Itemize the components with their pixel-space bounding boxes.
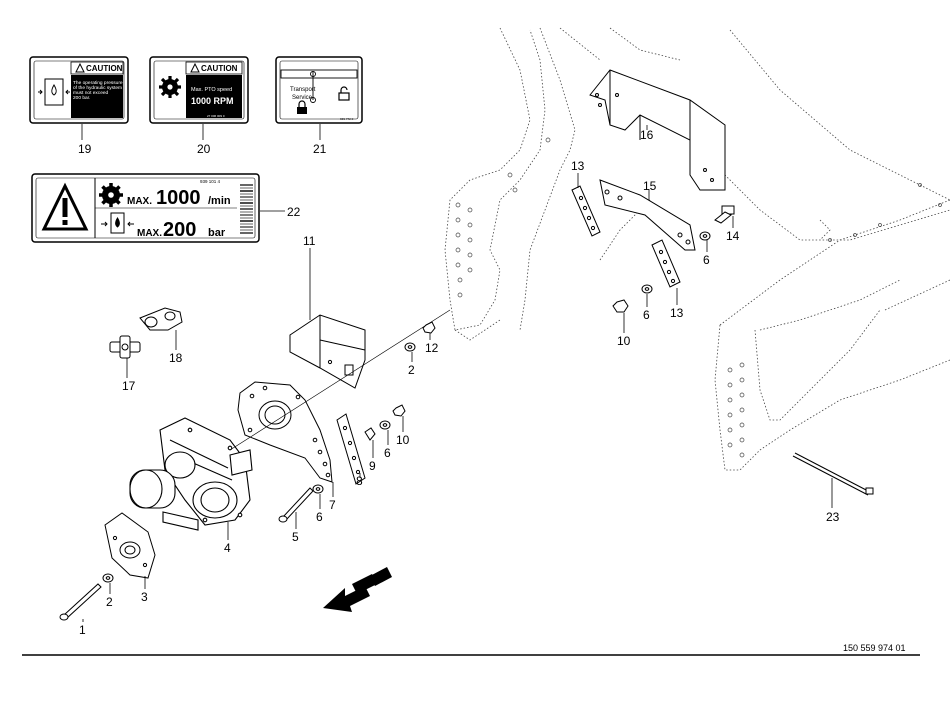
barcode: [240, 184, 253, 234]
callout-2: 2: [408, 363, 415, 377]
transport-text: Transport: [290, 87, 316, 93]
mounting-plate-7: [237, 381, 333, 483]
callout-20: 20: [197, 142, 211, 156]
valve-lever-icon: [280, 69, 358, 103]
bolt-1: [59, 583, 102, 621]
caution-line: 200 bar.: [73, 95, 90, 101]
u-joint-17: [109, 335, 141, 359]
callout-11: 11: [303, 234, 316, 248]
label-code: 27 006 009 0: [207, 114, 225, 118]
cable-tie-23: [792, 452, 874, 496]
callout-6: 6: [703, 253, 710, 267]
callout-13: 13: [571, 159, 585, 173]
washers-nuts-right: [612, 231, 711, 313]
small-fasteners-left: [102, 321, 436, 583]
caution-label-19: CAUTION The operating pressure of the hy…: [29, 56, 129, 124]
callout-4: 4: [224, 541, 231, 555]
caution-label-20: CAUTION Max. PTO speed 1000 RPM 27 006 0…: [149, 56, 249, 124]
plate-8: [336, 413, 366, 485]
caution-line: must not exceed: [73, 90, 109, 96]
yoke-18: [139, 307, 183, 331]
speed-unit: /min: [208, 195, 231, 207]
callout-5: 5: [292, 530, 299, 544]
caution-header-20: CAUTION: [201, 64, 238, 73]
lock-closed-icon: [297, 100, 307, 114]
lock-open-icon: [338, 86, 350, 101]
drawing-number: 150 559 974 01: [843, 643, 906, 653]
max-prefix: MAX.: [137, 228, 162, 239]
callout-15: 15: [643, 179, 657, 193]
gear-icon: [159, 76, 181, 98]
callout-21: 21: [313, 142, 327, 156]
callout-numbers: 19 20 21 22 1 2 3 4 5 6 7 8 9 6 10 2 12 …: [78, 128, 840, 637]
transport-service-label-21: Transport Service 939 772 0: [275, 56, 363, 124]
callout-19: 19: [78, 142, 92, 156]
callout-18: 18: [169, 351, 183, 365]
service-text: Service: [292, 95, 313, 101]
callout-6: 6: [316, 510, 323, 524]
pto-speed-text: Max. PTO speed: [191, 87, 232, 93]
direction-arrow-icon: [323, 567, 392, 612]
max-values-label-22: 939 101 4 MAX. 1000 /min MAX. 200 bar: [31, 173, 260, 243]
label-code: 939 101 4: [200, 179, 221, 184]
hydraulic-pressure-icon: [38, 78, 70, 106]
hydraulic-pressure-icon: [101, 212, 134, 234]
link-plate-15: [599, 179, 696, 251]
callout-6: 6: [643, 308, 650, 322]
gear-icon: [99, 183, 123, 207]
callout-10: 10: [396, 433, 410, 447]
callout-12: 12: [425, 341, 439, 355]
caution-header-19: CAUTION: [86, 64, 123, 73]
pressure-unit: bar: [208, 227, 226, 239]
callout-16: 16: [640, 128, 654, 142]
callout-23: 23: [826, 510, 840, 524]
caution-line: of the hydraulic system: [73, 85, 122, 91]
warning-triangle-icon: [41, 182, 89, 231]
gearbox-4: [129, 417, 253, 531]
callout-17: 17: [122, 379, 136, 393]
shield-bracket-3: [104, 512, 156, 579]
callout-13: 13: [670, 306, 684, 320]
pto-rpm-text: 1000 RPM: [191, 96, 234, 106]
plate-13-upper: [571, 185, 601, 237]
assembly-axis: [229, 309, 451, 451]
frame-holes: [455, 137, 942, 458]
bolt-5: [278, 487, 314, 523]
callout-22: 22: [287, 205, 301, 219]
callout-2: 2: [106, 595, 113, 609]
label-code: 27 006 008 0: [92, 115, 110, 119]
bolt-14: [714, 205, 735, 224]
callout-1: 1: [79, 623, 86, 637]
dotted-frame: [444, 27, 950, 471]
callout-9: 9: [369, 459, 376, 473]
callout-8: 8: [356, 474, 363, 488]
bracket-part-16: [589, 69, 726, 191]
label-code: 939 772 0: [340, 117, 354, 121]
pressure-value: 200: [163, 219, 196, 241]
callout-7: 7: [329, 498, 336, 512]
leader-lines: [81, 124, 833, 622]
speed-value: 1000: [156, 187, 201, 209]
callout-6: 6: [384, 446, 391, 460]
callout-14: 14: [726, 229, 740, 243]
max-prefix: MAX.: [127, 196, 152, 207]
callout-3: 3: [141, 590, 148, 604]
guard-part-11: [289, 314, 366, 389]
plate-13-lower: [651, 239, 681, 288]
caution-line: The operating pressure: [73, 80, 123, 86]
callout-10: 10: [617, 334, 631, 348]
